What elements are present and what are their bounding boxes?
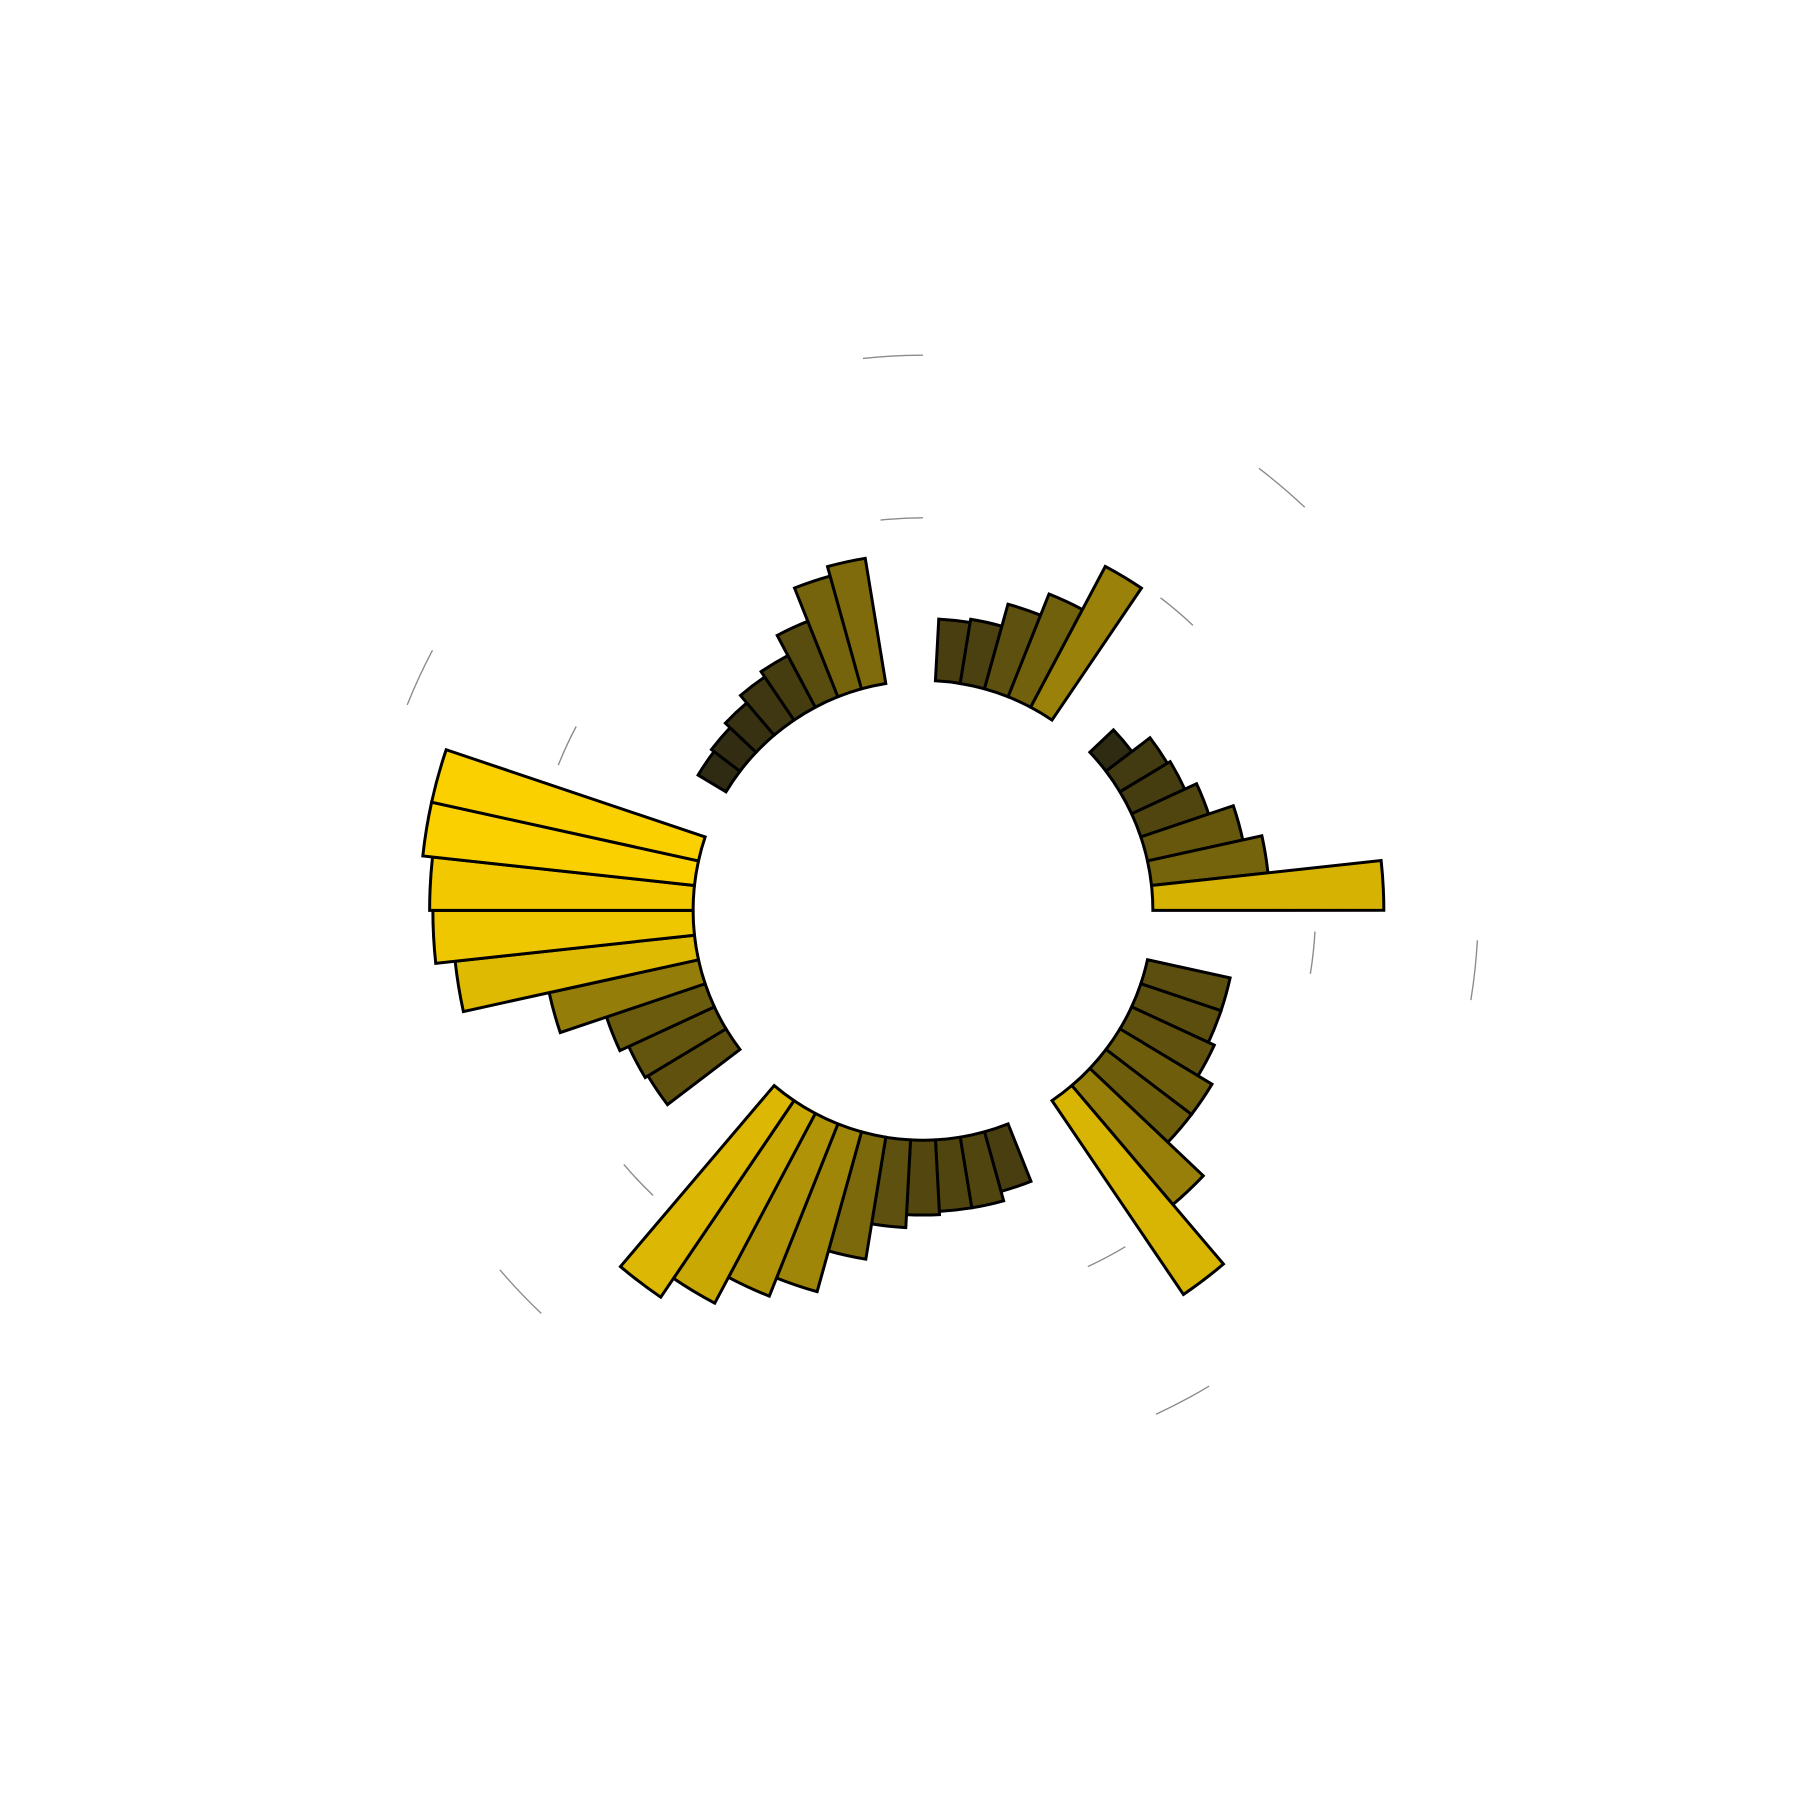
gridline-100-gap-1: [1258, 467, 1306, 508]
gridline-100-gap-5: [406, 650, 434, 706]
gridline-100-gap-6: [862, 354, 923, 360]
gridline-50-gap-2: [1309, 931, 1316, 974]
gridline-50-gap-3: [1087, 1246, 1126, 1268]
bar-group-4-4: [904, 1138, 942, 1217]
gridlines: [406, 354, 1479, 1415]
gridline-50-gap-1: [1160, 597, 1194, 626]
bar-group-1-5: [1028, 564, 1144, 723]
bar-group-3-7: [1049, 1083, 1226, 1297]
gridline-100-gap-4: [499, 1269, 542, 1314]
gridline-100-gap-2: [1470, 940, 1479, 1001]
gridline-100-gap-3: [1155, 1385, 1210, 1415]
gridline-50-gap-6: [880, 517, 923, 521]
bar-group-6-8: [825, 556, 888, 691]
bar-group-2-7: [1149, 858, 1386, 912]
bars: [421, 556, 1386, 1306]
bar-group-5-9: [429, 747, 708, 863]
bar-group-4-10: [618, 1083, 797, 1300]
gridline-50-gap-4: [623, 1164, 654, 1196]
gridline-50-gap-5: [557, 726, 577, 766]
